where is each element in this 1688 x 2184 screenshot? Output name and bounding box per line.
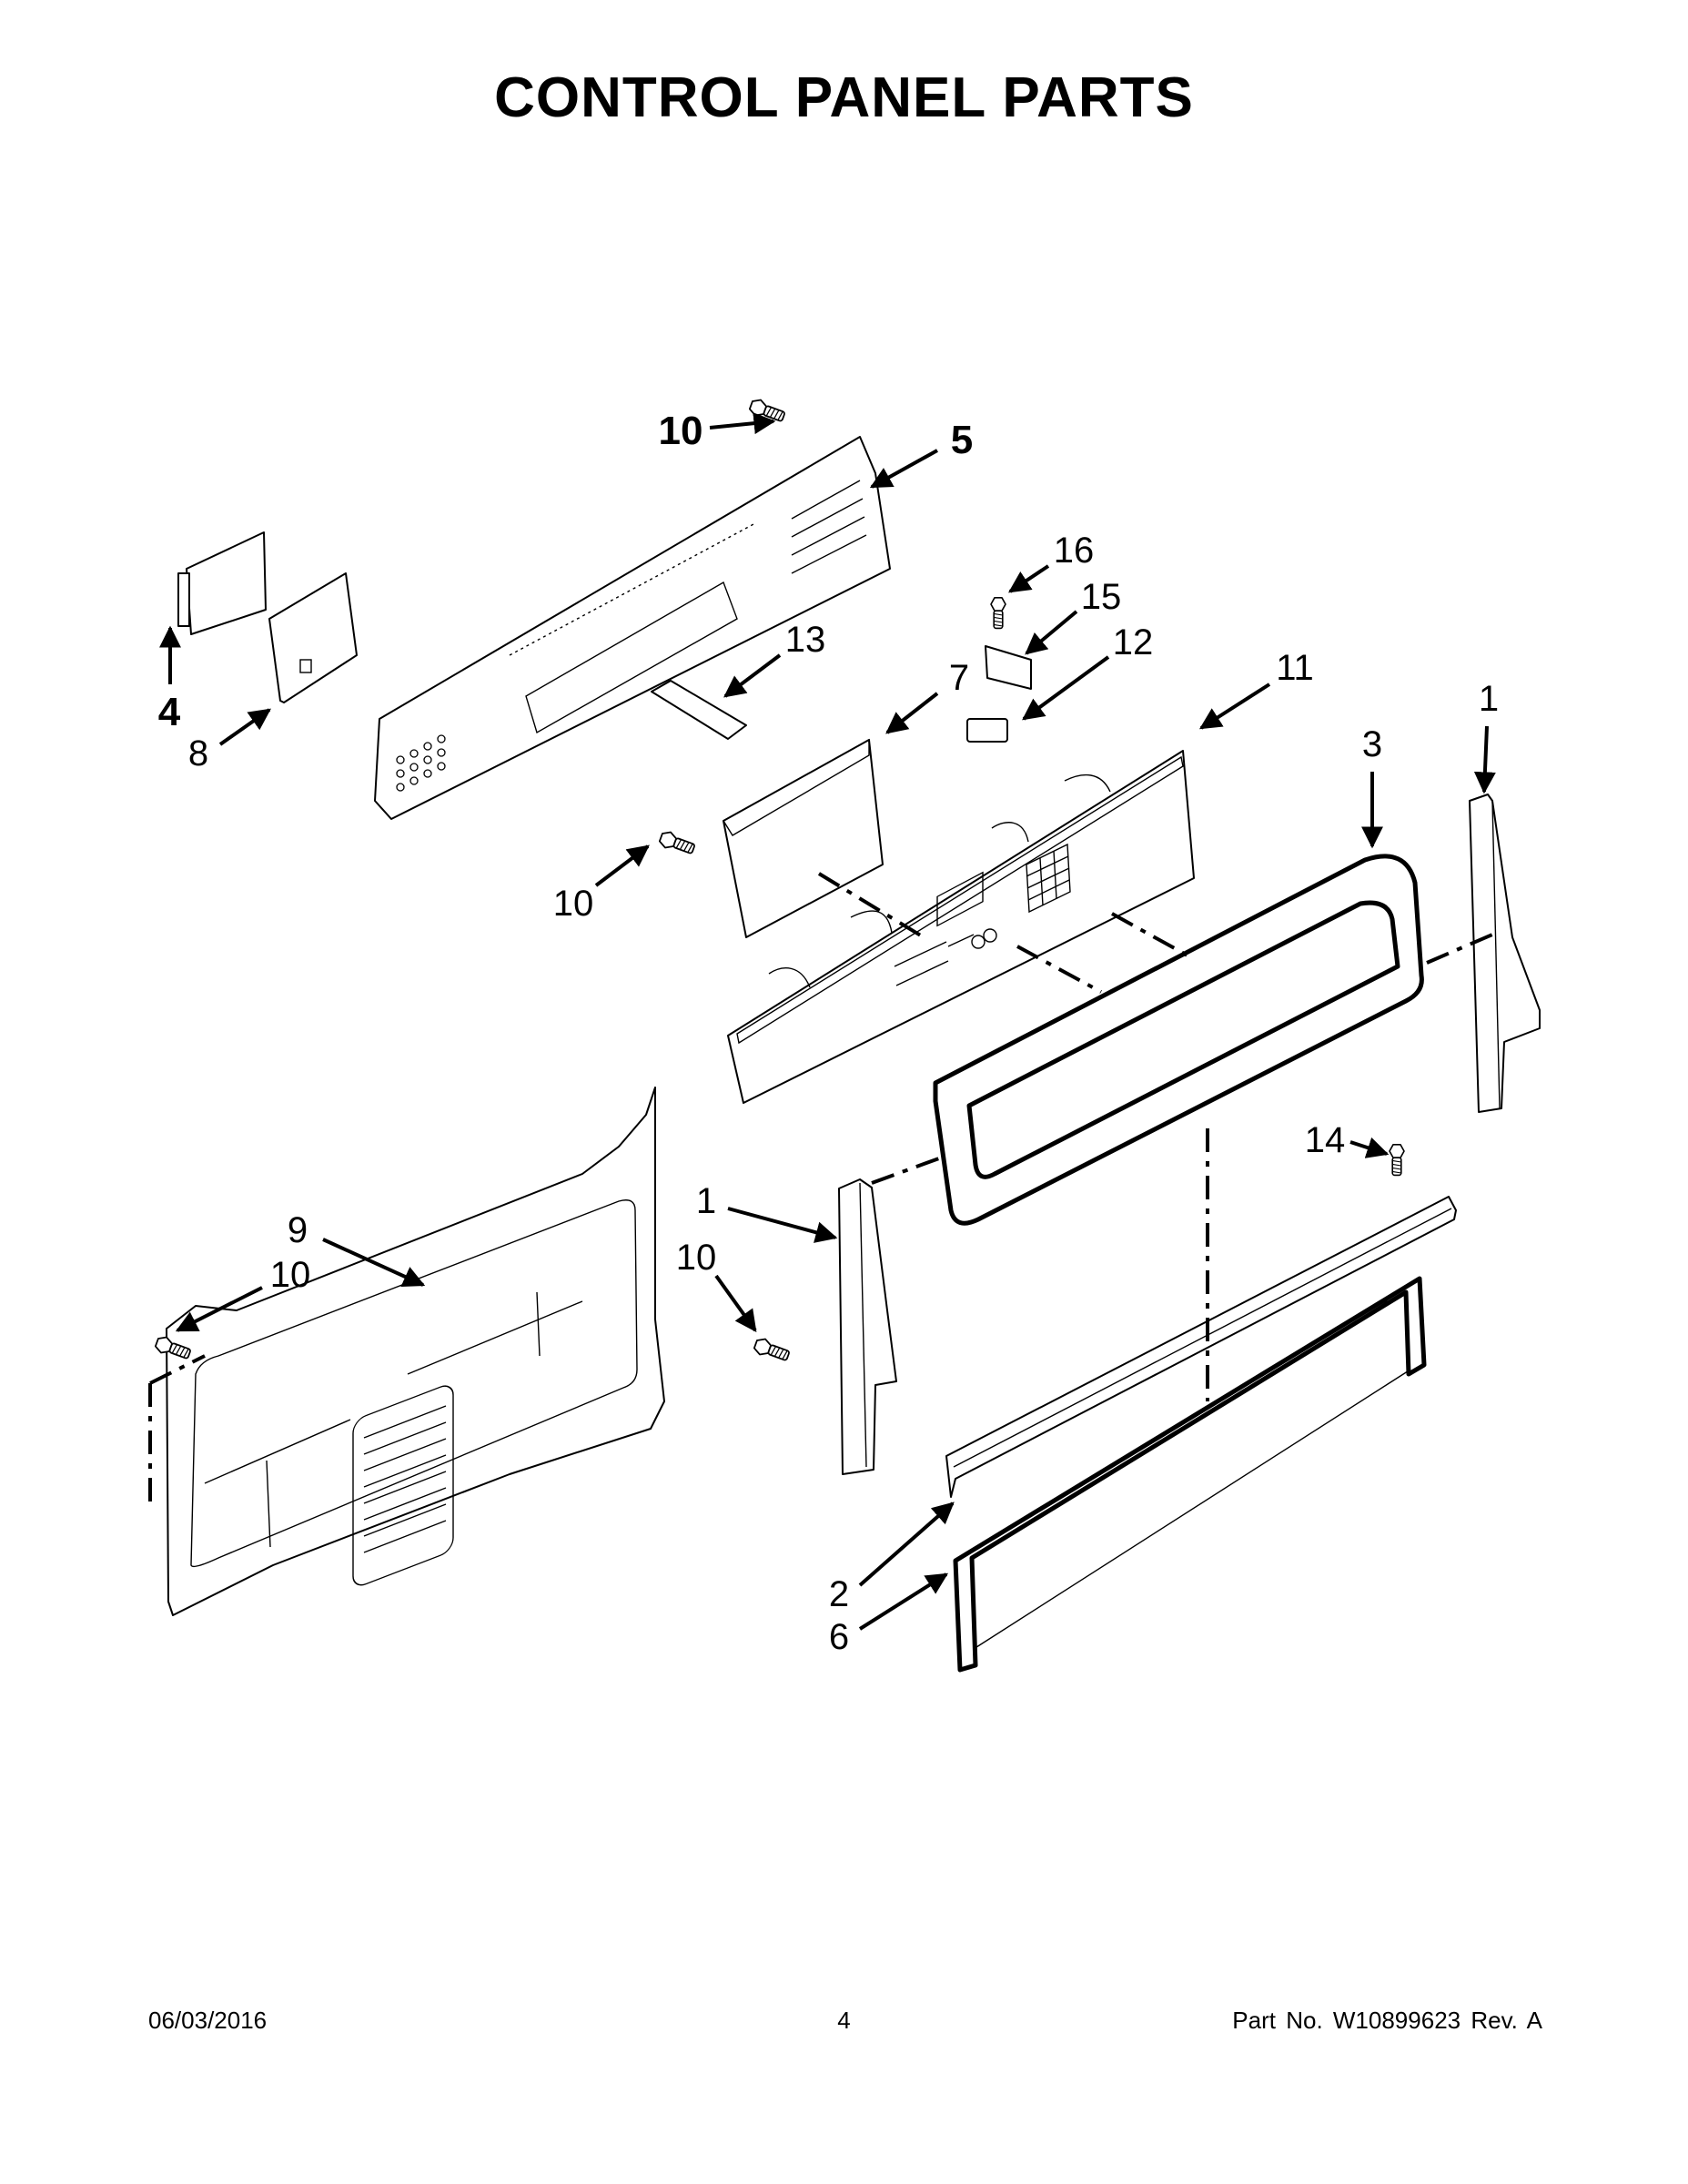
callout-7: 7 <box>948 658 970 698</box>
callout-5: 5 <box>950 418 974 462</box>
callout-15: 15 <box>1080 577 1122 617</box>
callout-6: 6 <box>828 1617 850 1657</box>
part-10-screw-center-bracket <box>752 1335 792 1365</box>
callout-2: 2 <box>828 1574 850 1614</box>
part-4-control-board <box>177 531 267 635</box>
part-9-rear-shield <box>166 1087 665 1616</box>
callout-16: 16 <box>1053 531 1095 571</box>
part-11-console <box>727 750 1195 1104</box>
part-1-side-bracket-right <box>1469 794 1541 1113</box>
callout-9: 9 <box>287 1210 308 1250</box>
callout-1-center: 1 <box>695 1181 717 1221</box>
part-10-screw-ui-module <box>657 828 697 858</box>
part-7-ui-module <box>723 738 884 938</box>
callout-4: 4 <box>157 690 181 734</box>
page-title: CONTROL PANEL PARTS <box>494 66 1194 129</box>
part-3-trim-frame <box>933 854 1424 1226</box>
assembly-lines <box>148 872 1493 1502</box>
callout-11: 11 <box>1276 648 1314 688</box>
callout-8: 8 <box>187 733 209 774</box>
callout-12: 12 <box>1112 622 1154 662</box>
callout-14: 14 <box>1304 1120 1346 1160</box>
callout-10-shield: 10 <box>269 1255 311 1295</box>
part-13-ribbon-cable <box>651 680 747 740</box>
part-16-screw <box>990 596 1006 630</box>
part-1-side-bracket-center <box>838 1178 897 1475</box>
footer-page-number: 4 <box>837 2007 851 2034</box>
callout-3: 3 <box>1361 724 1383 764</box>
footer-part-number: Part No. W10899623 Rev. A <box>1232 2007 1542 2034</box>
callout-1-right: 1 <box>1478 679 1500 719</box>
part-14-screw <box>1389 1144 1405 1177</box>
footer-date: 06/03/2016 <box>148 2007 268 2034</box>
part-15-bracket <box>985 645 1032 690</box>
callout-13: 13 <box>784 620 826 660</box>
leader-lines <box>159 412 1496 1631</box>
part-8-mounting-plate <box>268 572 358 703</box>
part-5-rear-control-panel <box>374 436 891 820</box>
callout-10-top: 10 <box>658 409 703 453</box>
part-6-support-bracket <box>953 1276 1427 1673</box>
part-2-lower-trim-channel <box>945 1196 1457 1498</box>
callout-10-center-bracket: 10 <box>675 1238 717 1278</box>
part-12-switch <box>966 718 1008 743</box>
callout-10-ui-module: 10 <box>552 884 594 924</box>
